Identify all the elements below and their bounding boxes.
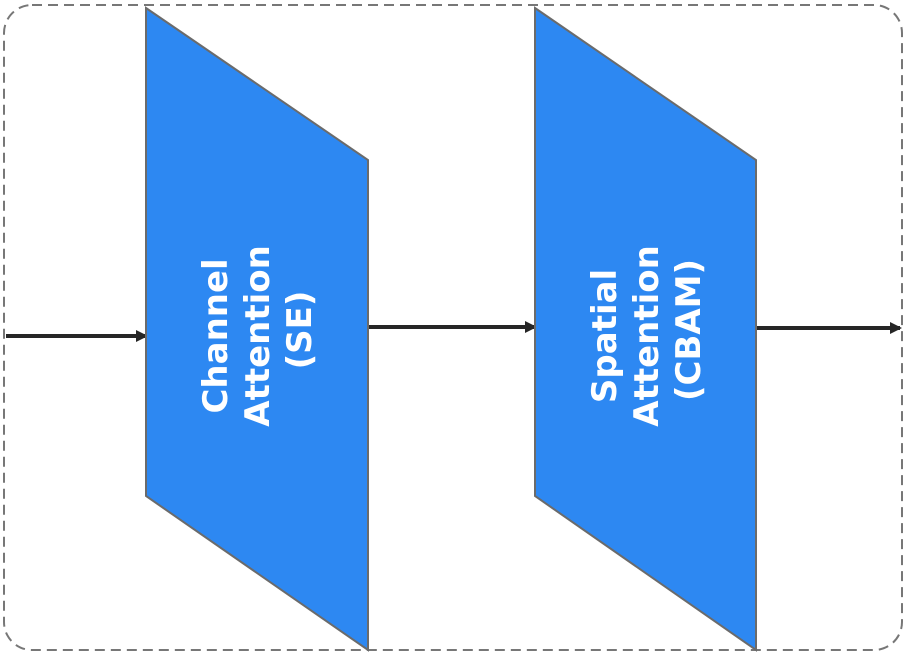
dashed-container-border [3,4,903,651]
svg-text:Channel Attention: Channel Attention (SE) [196,233,320,426]
spatial-attention-block: Spatial Attention (CBAM) [534,6,757,652]
channel-attention-block: Channel Attention (SE) [145,6,369,652]
spatial-label-line-2: Attention [627,245,667,427]
channel-label-line-1: Channel [196,258,236,413]
channel-attention-parallelogram [145,6,369,652]
channel-label-line-2: Attention [238,245,278,427]
spatial-label-line-3: (CBAM) [669,259,709,401]
channel-label-line-3: (SE) [280,291,320,370]
spatial-label-line-1: Spatial [585,269,625,403]
spatial-attention-parallelogram [534,6,757,652]
svg-text:Spatial Attention: Spatial Attention (CBAM) [585,233,709,426]
